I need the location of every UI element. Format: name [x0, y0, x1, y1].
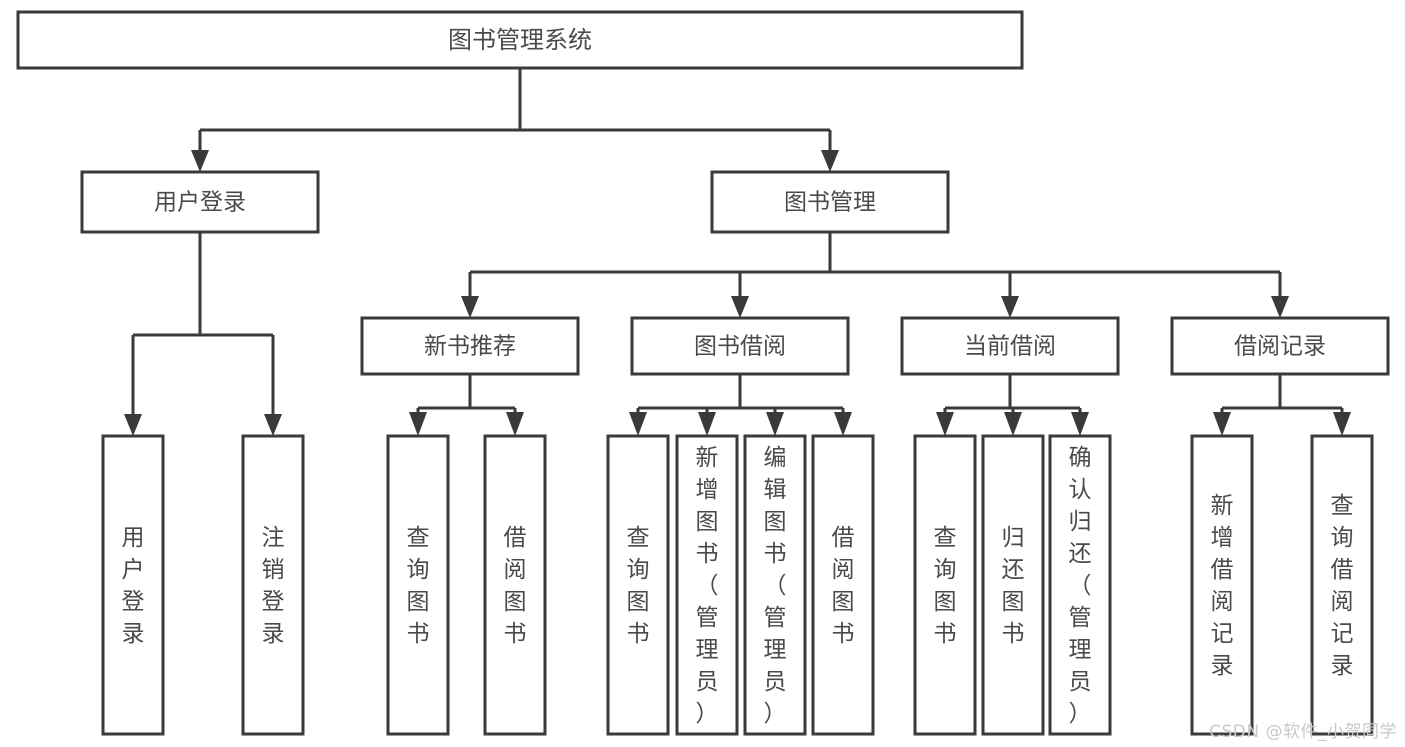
node-current-borrow-label: 当前借阅 — [964, 334, 1056, 360]
node-leaf-user-login-label: 用户登录 — [122, 525, 145, 647]
arrow-to-leaf-query-book-3 — [936, 412, 954, 436]
node-leaf-query-record-label: 查询借阅记录 — [1331, 493, 1354, 679]
node-leaf-borrow-book-2-box[interactable] — [811, 434, 875, 736]
node-leaf-borrow-book-2[interactable]: 借阅图书 — [811, 434, 875, 736]
node-leaf-user-logout[interactable]: 注销登录 — [241, 434, 305, 736]
node-leaf-add-book-label: 新增图书（管理员） — [696, 445, 719, 727]
arrow-to-leaf-user-logout — [264, 414, 282, 436]
arrow-to-leaf-edit-book — [766, 412, 784, 436]
node-leaf-return-book[interactable]: 归还图书 — [981, 434, 1045, 736]
node-leaf-query-book-3[interactable]: 查询图书 — [913, 434, 977, 736]
node-root[interactable]: 图书管理系统 — [16, 10, 1024, 70]
node-leaf-borrow-book-1-box[interactable] — [483, 434, 547, 736]
node-leaf-confirm-return-box[interactable] — [1048, 434, 1112, 736]
node-leaf-user-logout-label: 注销登录 — [262, 525, 285, 647]
node-borrow-record-box[interactable] — [1170, 316, 1390, 376]
arrow-to-leaf-query-record — [1333, 412, 1351, 436]
arrow-root-to-book-manage — [821, 150, 839, 172]
watermark: CSDN @软件_小贺同学 — [1209, 722, 1397, 742]
node-book-borrow-box[interactable] — [630, 316, 850, 376]
node-user-login[interactable]: 用户登录 — [80, 170, 320, 234]
node-book-manage[interactable]: 图书管理 — [710, 170, 950, 234]
node-leaf-borrow-book-1-label: 借阅图书 — [504, 525, 527, 647]
node-root-box[interactable] — [16, 10, 1024, 70]
arrow-root-to-user-login — [191, 150, 209, 172]
arrow-to-leaf-add-book — [698, 412, 716, 436]
node-book-manage-box[interactable] — [710, 170, 950, 234]
node-current-borrow[interactable]: 当前借阅 — [900, 316, 1120, 376]
node-leaf-query-book-2-box[interactable] — [606, 434, 670, 736]
node-root-label: 图书管理系统 — [448, 26, 592, 54]
arrow-to-borrow-record — [1271, 296, 1289, 318]
node-leaf-query-book-3-label: 查询图书 — [934, 525, 957, 647]
arrow-to-book-borrow — [731, 296, 749, 318]
node-leaf-query-record[interactable]: 查询借阅记录 — [1310, 434, 1374, 736]
node-leaf-add-record-label: 新增借阅记录 — [1211, 493, 1234, 679]
arrow-to-leaf-query-book-1 — [409, 412, 427, 436]
leaf-node-layer: 用户登录 注销登录 查询图书 借阅图书 查询图书 新增图书（管理员） 编辑图书（管理员） 借阅… — [101, 434, 1374, 736]
node-leaf-query-book-2[interactable]: 查询图书 — [606, 434, 670, 736]
node-new-book-rec-label: 新书推荐 — [424, 334, 516, 360]
node-leaf-borrow-book-1[interactable]: 借阅图书 — [483, 434, 547, 736]
arrow-to-new-book-rec — [461, 296, 479, 318]
node-leaf-edit-book-label: 编辑图书（管理员） — [764, 445, 787, 727]
node-leaf-query-book-3-box[interactable] — [913, 434, 977, 736]
node-user-login-label: 用户登录 — [154, 190, 246, 216]
node-leaf-query-book-2-label: 查询图书 — [627, 525, 650, 647]
node-leaf-user-logout-box[interactable] — [241, 434, 305, 736]
node-leaf-return-book-box[interactable] — [981, 434, 1045, 736]
arrow-to-current-borrow — [1001, 296, 1019, 318]
arrow-to-leaf-return-book — [1004, 412, 1022, 436]
node-borrow-record[interactable]: 借阅记录 — [1170, 316, 1390, 376]
node-leaf-query-book-1-label: 查询图书 — [407, 525, 430, 647]
node-new-book-rec-box[interactable] — [360, 316, 580, 376]
node-leaf-add-record-box[interactable] — [1190, 434, 1254, 736]
node-leaf-confirm-return-label: 确认归还（管理员） — [1069, 445, 1092, 727]
node-leaf-add-record[interactable]: 新增借阅记录 — [1190, 434, 1254, 736]
node-leaf-edit-book-box[interactable] — [743, 434, 807, 736]
node-new-book-rec[interactable]: 新书推荐 — [360, 316, 580, 376]
node-book-borrow[interactable]: 图书借阅 — [630, 316, 850, 376]
node-leaf-edit-book[interactable]: 编辑图书（管理员） — [743, 434, 807, 736]
arrow-to-leaf-user-login — [124, 414, 142, 436]
node-leaf-add-book[interactable]: 新增图书（管理员） — [675, 434, 739, 736]
node-leaf-user-login-box[interactable] — [101, 434, 165, 736]
node-leaf-confirm-return[interactable]: 确认归还（管理员） — [1048, 434, 1112, 736]
node-leaf-borrow-book-2-label: 借阅图书 — [832, 525, 855, 647]
node-leaf-query-record-box[interactable] — [1310, 434, 1374, 736]
arrow-to-leaf-query-book-2 — [629, 412, 647, 436]
arrow-to-leaf-borrow-book-2 — [834, 412, 852, 436]
node-leaf-add-book-box[interactable] — [675, 434, 739, 736]
node-current-borrow-box[interactable] — [900, 316, 1120, 376]
node-book-borrow-label: 图书借阅 — [694, 334, 786, 360]
connector-layer — [124, 68, 1351, 436]
node-leaf-user-login[interactable]: 用户登录 — [101, 434, 165, 736]
arrow-to-leaf-confirm-return — [1071, 412, 1089, 436]
node-borrow-record-label: 借阅记录 — [1234, 334, 1326, 360]
node-book-manage-label: 图书管理 — [784, 190, 876, 216]
node-user-login-box[interactable] — [80, 170, 320, 234]
arrow-to-leaf-borrow-book-1 — [506, 412, 524, 436]
node-leaf-query-book-1[interactable]: 查询图书 — [386, 434, 450, 736]
node-leaf-return-book-label: 归还图书 — [1002, 525, 1025, 647]
arrow-to-leaf-add-record — [1213, 412, 1231, 436]
node-leaf-query-book-1-box[interactable] — [386, 434, 450, 736]
